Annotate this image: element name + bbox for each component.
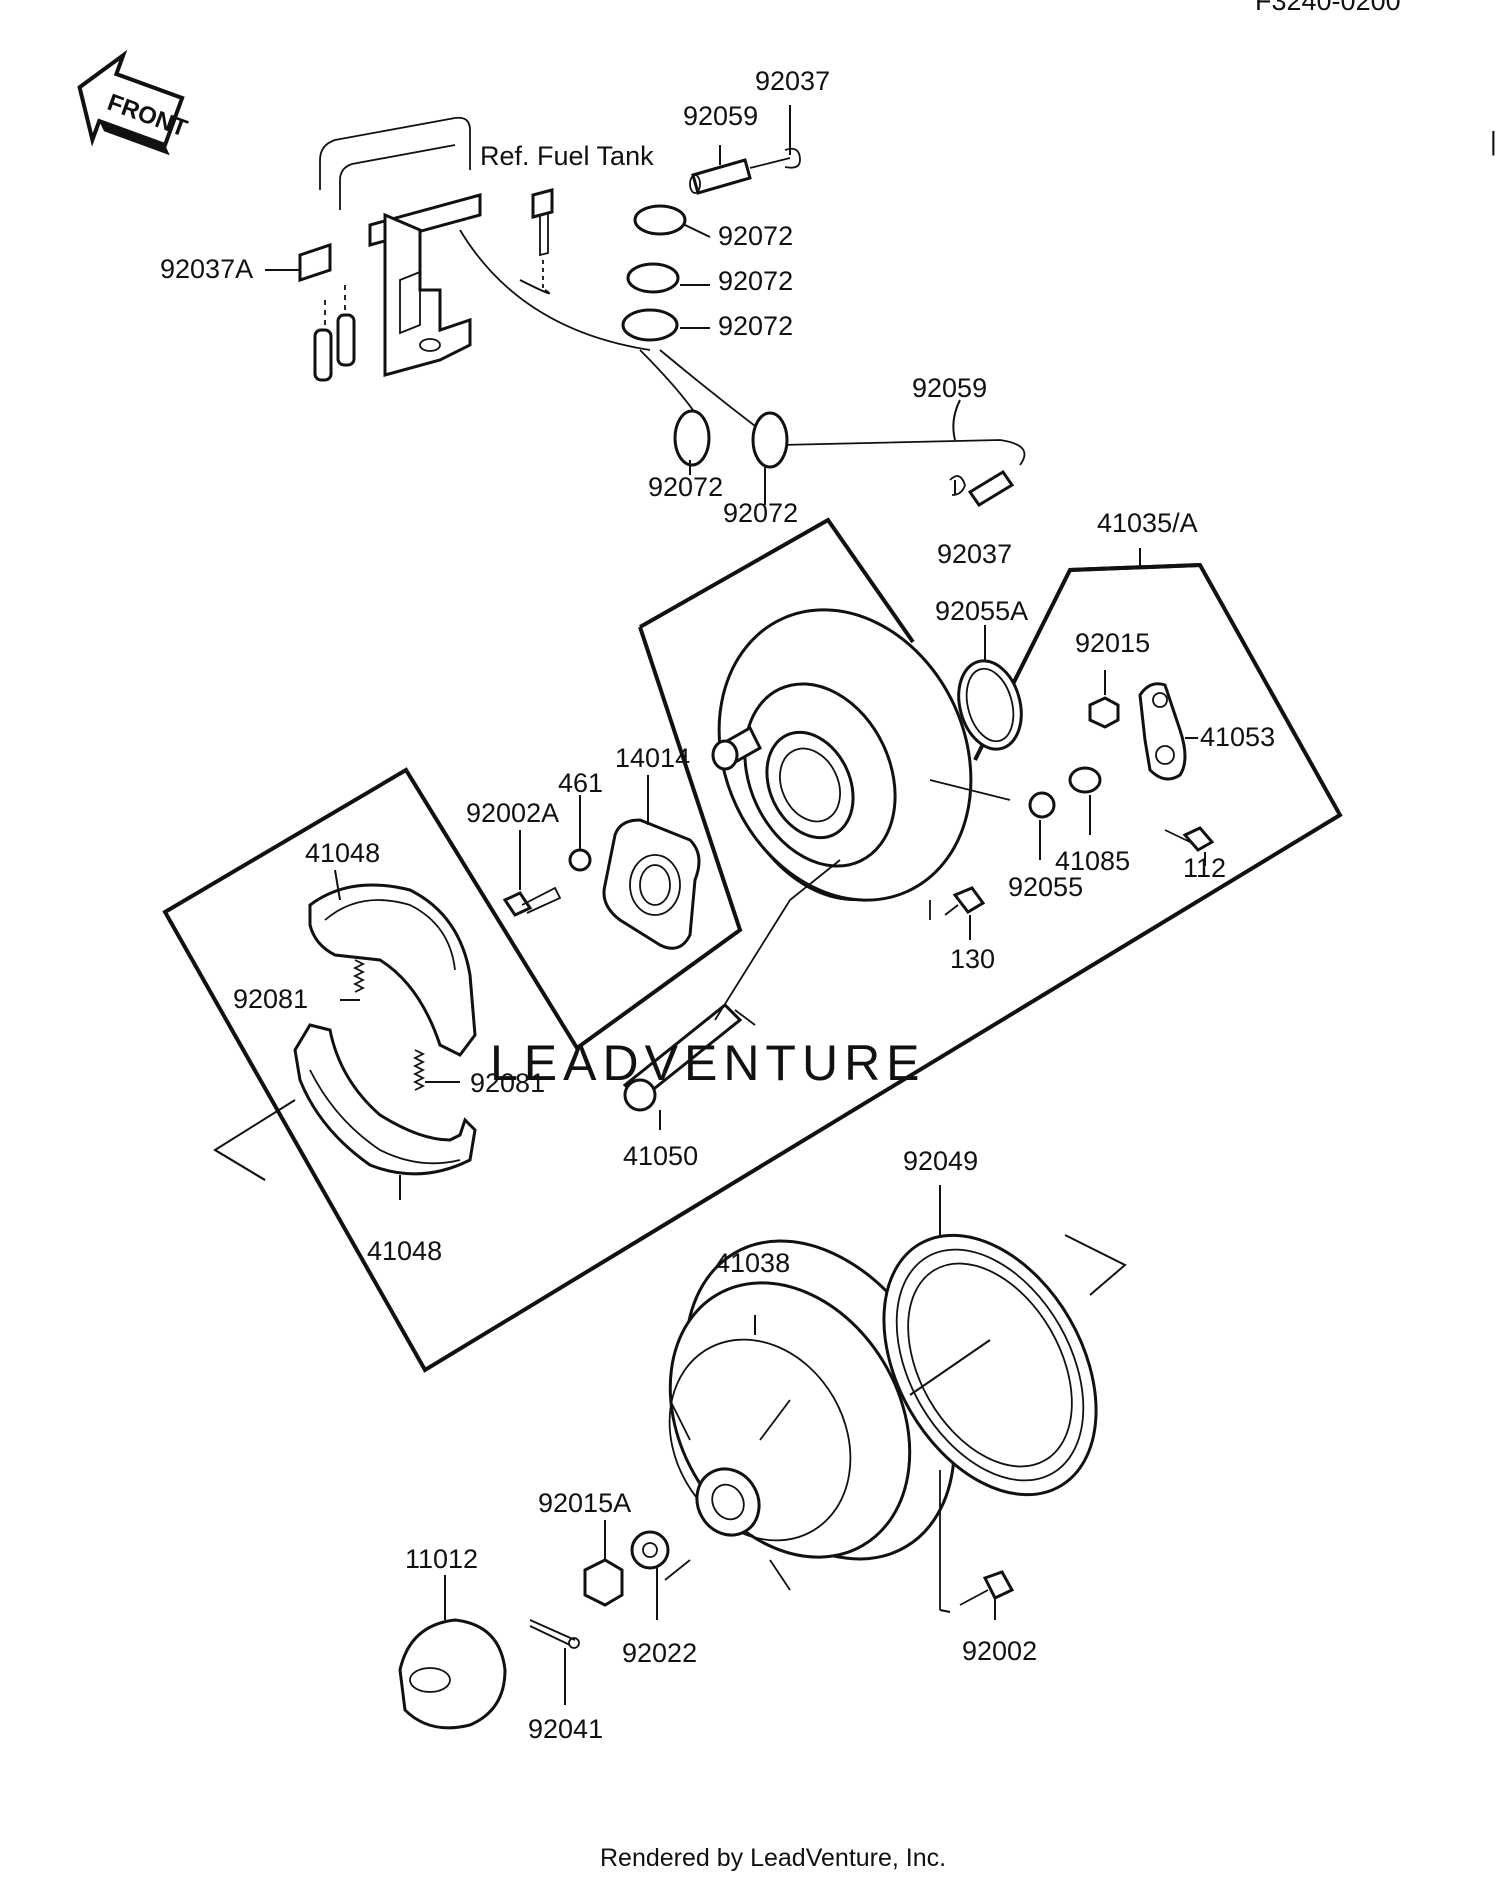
label-11012: 11012 bbox=[405, 1544, 478, 1574]
label-92072-a: 92072 bbox=[718, 221, 793, 251]
hose-92059-top bbox=[689, 157, 791, 195]
bolt-92002A bbox=[502, 886, 562, 917]
label-92081-b: 92081 bbox=[470, 1068, 545, 1098]
label-41085: 41085 bbox=[1055, 846, 1130, 876]
clamp-92072-c bbox=[621, 308, 679, 342]
bolt-icon bbox=[531, 188, 554, 290]
cotter-pin-92041 bbox=[529, 1619, 580, 1649]
part-labels: 92037 92059 92072 92072 92072 92037A 920… bbox=[160, 66, 1275, 1744]
bolt-92002 bbox=[959, 1570, 1015, 1606]
label-41035A: 41035/A bbox=[1097, 508, 1198, 538]
nut-92015 bbox=[1088, 696, 1120, 729]
bolt-130 bbox=[944, 886, 986, 916]
backing-plate bbox=[711, 608, 1011, 920]
clamp-92037-top bbox=[784, 147, 801, 169]
label-112: 112 bbox=[1183, 853, 1226, 883]
label-92037-mid: 92037 bbox=[937, 539, 1012, 569]
label-92037-top: 92037 bbox=[755, 66, 830, 96]
seal-92049 bbox=[882, 1233, 1098, 1497]
washer-92022 bbox=[630, 1530, 670, 1570]
clamp-92072-d bbox=[673, 409, 711, 467]
label-92015: 92015 bbox=[1075, 628, 1150, 658]
seal-92055 bbox=[1028, 791, 1056, 819]
footer-credit: Rendered by LeadVenture, Inc. bbox=[600, 1844, 946, 1872]
camshaft-41050 bbox=[622, 859, 841, 1112]
label-92072-d: 92072 bbox=[648, 472, 723, 502]
clamp-92072-b bbox=[626, 262, 680, 294]
label-92037A: 92037A bbox=[160, 254, 253, 284]
nut-92015A bbox=[583, 1558, 624, 1607]
ref-fuel-tank-note: Ref. Fuel Tank bbox=[480, 141, 654, 171]
label-41038: 41038 bbox=[715, 1248, 790, 1278]
label-92072-e: 92072 bbox=[723, 498, 798, 528]
hose-92059-mid bbox=[967, 469, 1015, 508]
washer-41085 bbox=[1068, 766, 1102, 794]
label-92055A: 92055A bbox=[935, 596, 1028, 626]
label-92022: 92022 bbox=[622, 1638, 697, 1668]
clamp-92037-mid bbox=[949, 475, 966, 496]
washer-461 bbox=[568, 848, 592, 872]
fuel-tank-bracket bbox=[298, 116, 651, 382]
label-92081-a: 92081 bbox=[233, 984, 308, 1014]
spring-92081-a bbox=[352, 959, 366, 993]
clamp-92072-a bbox=[633, 204, 687, 236]
label-92015A: 92015A bbox=[538, 1488, 631, 1518]
label-14014: 14014 bbox=[615, 743, 690, 773]
label-92059-mid: 92059 bbox=[912, 373, 987, 403]
label-92059-top: 92059 bbox=[683, 101, 758, 131]
label-41048-bot: 41048 bbox=[367, 1236, 442, 1266]
brake-lever-41053 bbox=[1138, 682, 1187, 781]
clamp-92072-e bbox=[751, 411, 789, 469]
edge-mark: | bbox=[1490, 126, 1497, 156]
label-41050: 41050 bbox=[623, 1141, 698, 1171]
front-arrow-icon: FRONT bbox=[77, 49, 191, 156]
seal-92055A bbox=[957, 659, 1023, 751]
cam-plate-14014 bbox=[602, 818, 701, 950]
brake-shoe-41048-top bbox=[308, 883, 477, 1057]
doc-code: F3240-0200 bbox=[1255, 0, 1401, 16]
hub-cap-11012 bbox=[398, 1618, 507, 1730]
label-92049: 92049 bbox=[903, 1146, 978, 1176]
label-130: 130 bbox=[950, 944, 995, 974]
bolt-112 bbox=[1164, 826, 1215, 852]
label-92002A: 92002A bbox=[466, 798, 559, 828]
watermark: LEADVENTURE bbox=[490, 1035, 926, 1091]
label-92055: 92055 bbox=[1008, 872, 1083, 902]
label-461: 461 bbox=[558, 768, 603, 798]
label-92072-c: 92072 bbox=[718, 311, 793, 341]
brake-shoe-41048-bottom bbox=[293, 1023, 477, 1176]
spring-92081-b bbox=[412, 1049, 426, 1091]
label-92002: 92002 bbox=[962, 1636, 1037, 1666]
label-92072-b: 92072 bbox=[718, 266, 793, 296]
label-41048-top: 41048 bbox=[305, 838, 380, 868]
label-92041: 92041 bbox=[528, 1714, 603, 1744]
label-41053: 41053 bbox=[1200, 722, 1275, 752]
